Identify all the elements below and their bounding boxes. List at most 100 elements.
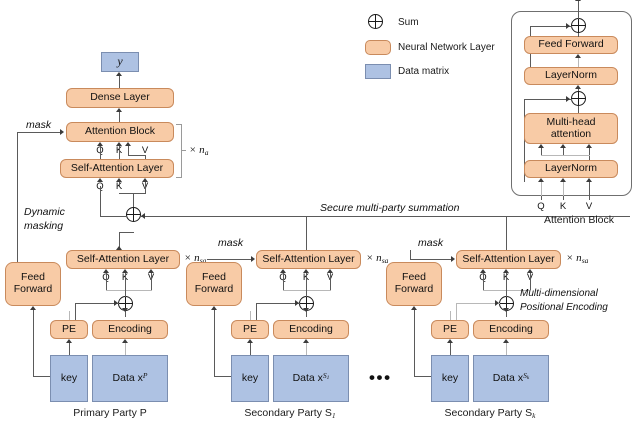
- repeat-sa-label-primary: × nsa: [184, 252, 207, 266]
- arrowhead-detail-output: [575, 0, 581, 1]
- legend-label-sum: Sum: [398, 17, 419, 28]
- arrowhead-q-sa-top: [97, 178, 103, 182]
- mask-label-spk: mask: [418, 237, 444, 249]
- encoding-box-primary: Encoding: [92, 320, 168, 339]
- legend-label-data-matrix: Data matrix: [398, 66, 450, 77]
- line-key-to-ff-sp1: [214, 310, 215, 376]
- arrowhead-q-sa-spk: [480, 269, 486, 273]
- arrowhead-data-to-encoding-primary: [122, 339, 128, 343]
- line-sum-left-corner-primary: [100, 214, 101, 217]
- line-mha-q-detail: [541, 148, 542, 155]
- pe-box-sp1: PE: [231, 320, 269, 339]
- arrowhead-pe-to-sum-sp1: [295, 300, 299, 306]
- encoding-box-sp1: Encoding: [273, 320, 349, 339]
- arrowhead-detail-residual-top: [566, 23, 570, 29]
- line-detail-mha-to-sum: [578, 106, 579, 114]
- arrowhead-mask-sp1: [251, 256, 255, 262]
- line-q-to-sa-sp1: [283, 273, 284, 290]
- key-box-primary: key: [50, 355, 88, 402]
- line-dynamic-masking-rail: [17, 132, 18, 274]
- line-detail-output: [578, 0, 579, 12]
- arrowhead-ln-q-detail: [538, 178, 544, 182]
- arrowhead-pe-to-sum-spk: [495, 300, 499, 306]
- line-pe-riser-sp1: [256, 303, 257, 320]
- line-k-stub-sa-top: [119, 182, 120, 186]
- qkv-label-v-detail: V: [585, 201, 593, 212]
- line-encoding-to-sum-primary: [125, 311, 126, 317]
- mpe-label-line2: Positional Encoding: [520, 302, 608, 313]
- sum-node-detail-mid: [571, 91, 586, 106]
- arrowhead-key-to-ff-sp1: [211, 306, 217, 310]
- line-mask-to-attnblock: [17, 132, 60, 133]
- mask-label-sp1: mask: [218, 237, 244, 249]
- line-pe-to-sum-primary: [75, 303, 119, 304]
- self-attention-layer-box-spk: Self-Attention Layer: [456, 250, 561, 269]
- self-attention-layer-box-sp1: Self-Attention Layer: [256, 250, 361, 269]
- line-detail-residual-mid-h: [524, 99, 572, 100]
- line-sum-left-primary: [100, 216, 127, 217]
- repeat-sa-label-spk: × nsa: [566, 252, 589, 266]
- line-key-branch-sp1: [214, 376, 236, 377]
- line-bus-to-sum-spk: [506, 290, 507, 297]
- arrowhead-pe-to-sum-primary: [114, 300, 118, 306]
- line-data-to-encoding-sp1: [306, 343, 307, 355]
- line-v-to-sa-bottom-primary: [151, 273, 152, 290]
- attention-block-detail-container: [511, 11, 632, 196]
- caption-secondary-party-1: Secondary Party S1: [244, 407, 336, 421]
- multi-head-attention-box-detail: Multi-head attention: [524, 113, 618, 144]
- qkv-label-q-detail: Q: [537, 201, 545, 212]
- line-detail-ln-to-ff: [578, 58, 579, 67]
- qkv-label-q-sa-bottom-primary: Q: [100, 272, 112, 283]
- brace-attention-repeat: [176, 124, 182, 178]
- arrowhead-attnblock-to-dense: [116, 108, 122, 112]
- line-key-to-pe-primary: [69, 343, 70, 355]
- repeat-attention-label: × na: [189, 144, 209, 158]
- arrowhead-sa-bottom-primary: [116, 246, 122, 250]
- arrowhead-q-sa-bottom-primary: [103, 269, 109, 273]
- line-kv-to-sum-primary: [133, 193, 134, 207]
- self-attention-layer-top-box: Self-Attention Layer: [60, 159, 174, 178]
- arrowhead-sum-down-spk: [503, 308, 509, 312]
- line-kv-bridge-sa-top: [119, 193, 146, 194]
- line-attnblock-to-dense: [119, 112, 120, 124]
- line-encoding-to-sum-spk: [506, 311, 507, 317]
- qkv-label-v-attnblock: V: [141, 145, 149, 156]
- arrowhead-ln-v-detail: [586, 178, 592, 182]
- caption-primary-party: Primary Party P: [73, 407, 147, 419]
- feed-forward-box-primary: Feed Forward: [5, 262, 61, 306]
- arrowhead-key-to-ff-spk: [411, 306, 417, 310]
- line-pe-up-spk: [450, 311, 451, 320]
- dynamic-masking-label-line2: masking: [24, 220, 64, 232]
- encoding-box-spk: Encoding: [473, 320, 549, 339]
- arrowhead-mask-spk: [451, 256, 455, 262]
- arrowhead-q-attnblock: [97, 142, 103, 146]
- layernorm-bottom-box-detail: LayerNorm: [524, 160, 618, 178]
- mpe-label-line1: Multi-dimensional: [520, 288, 598, 299]
- line-mha-v-detail: [589, 148, 590, 160]
- line-ln-q-in-detail: [541, 182, 542, 196]
- line-dense-to-y: [119, 76, 120, 90]
- feed-forward-box-spk: Feed Forward: [386, 262, 442, 306]
- line-v-stub-sa-top: [145, 182, 146, 193]
- line-mha-bus-detail: [541, 155, 590, 156]
- line-pe-riser-spk: [456, 303, 457, 320]
- line-detail-top-sum-up: [578, 12, 579, 19]
- arrowhead-v-sa-bottom-primary: [148, 269, 154, 273]
- arrowhead-v-sa-spk: [527, 269, 533, 273]
- caption-secondary-party-k: Secondary Party Sk: [444, 407, 536, 421]
- arrowhead-q-sa-sp1: [280, 269, 286, 273]
- line-detail-ff-up: [578, 33, 579, 37]
- legend-blue-swatch: [365, 64, 391, 79]
- line-mask-to-spk-sa: [410, 259, 452, 260]
- output-y-box: y: [101, 52, 139, 72]
- line-bus-to-sum-primary: [125, 290, 126, 297]
- arrowhead-dense-to-y: [116, 72, 122, 76]
- arrowhead-k-sa-top: [116, 178, 122, 182]
- pe-box-spk: PE: [431, 320, 469, 339]
- line-q-enter-detail: [541, 196, 542, 200]
- data-box-spk: Data xSk: [473, 355, 549, 402]
- arrowhead-detail-ln-to-ff: [575, 54, 581, 58]
- line-detail-residual-top-h: [530, 26, 572, 27]
- line-data-to-encoding-spk: [506, 343, 507, 355]
